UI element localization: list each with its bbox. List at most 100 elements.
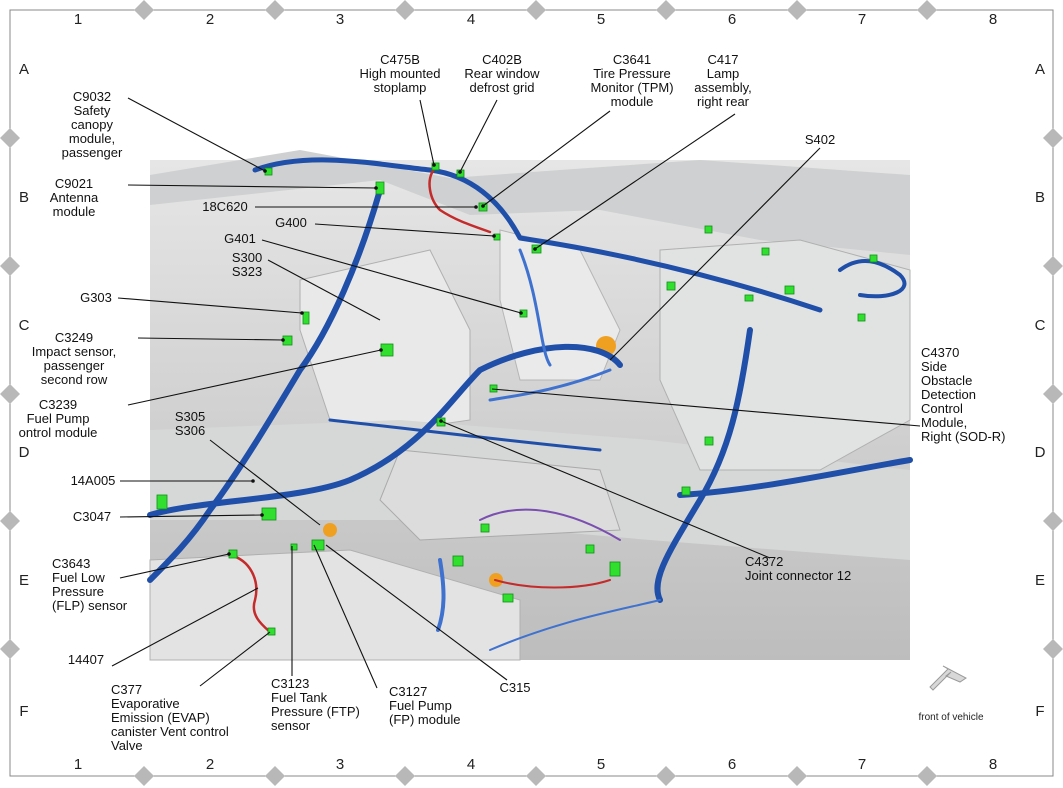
callout-line: 14A005: [71, 473, 116, 488]
callout-line: C475B: [380, 52, 420, 67]
grid-row-label: E: [1035, 572, 1045, 589]
callout-line: S300: [232, 250, 262, 265]
grid-column-label: 1: [74, 756, 82, 773]
grid-tick-diamond: [1043, 256, 1063, 276]
grid-row-label: D: [1035, 444, 1046, 461]
grid-tick-diamond: [265, 766, 285, 786]
callout-line: Fuel Tank: [271, 690, 328, 705]
grid-row-label: B: [1035, 189, 1045, 206]
callout-line: module,: [69, 131, 115, 146]
grid-column-label: 8: [989, 11, 997, 28]
callout-line: sensor: [271, 718, 311, 733]
callout-line: Lamp: [707, 66, 740, 81]
wiring-harness: [147, 157, 913, 651]
grid-column-label: 3: [336, 756, 344, 773]
callout-line: C9032: [73, 89, 111, 104]
grid-tick-diamond: [526, 766, 546, 786]
callout-line: Safety: [74, 103, 111, 118]
callout-line: Valve: [111, 738, 143, 753]
callout-line: Module,: [921, 415, 967, 430]
callout-c3047: C3047: [73, 509, 111, 524]
callout-line: C377: [111, 682, 142, 697]
grid-column-label: 7: [858, 756, 866, 773]
grid-tick-diamond: [656, 0, 676, 20]
grid-column-label: 3: [336, 11, 344, 28]
callout-line: Antenna: [50, 190, 99, 205]
callout-line: canopy: [71, 117, 113, 132]
callout-line: canister Vent control: [111, 724, 229, 739]
callout-line: (FP) module: [389, 712, 461, 727]
callout-line: S306: [175, 423, 205, 438]
callout-line: C4370: [921, 345, 959, 360]
callout-line: Fuel Pump: [389, 698, 452, 713]
callout-line: G303: [80, 290, 112, 305]
front-of-vehicle-label: front of vehicle: [918, 712, 983, 723]
callout-line: Detection: [921, 387, 976, 402]
callout-line: assembly,: [694, 80, 752, 95]
callout-line: Rear window: [464, 66, 540, 81]
grid-tick-diamond: [526, 0, 546, 20]
grid-tick-diamond: [0, 384, 20, 404]
callout-line: Monitor (TPM): [590, 80, 673, 95]
callout-line: Fuel Pump: [27, 411, 90, 426]
grid-row-label: C: [19, 317, 30, 334]
grid-column-label: 2: [206, 756, 214, 773]
callout-line: S323: [232, 264, 262, 279]
callout-line: C3249: [55, 330, 93, 345]
callout-line: ontrol module: [19, 425, 98, 440]
grid-tick-diamond: [917, 0, 937, 20]
callout-line: C9021: [55, 176, 93, 191]
callout-line: Pressure (FTP): [271, 704, 360, 719]
grid-tick-diamond: [1043, 128, 1063, 148]
grid-column-label: 5: [597, 756, 605, 773]
callout-line: C417: [707, 52, 738, 67]
grid-tick-diamond: [265, 0, 285, 20]
callout-14407: 14407: [68, 652, 104, 667]
callout-g400: G400: [275, 215, 307, 230]
grid-row-label: D: [19, 444, 30, 461]
callout-line: Tire Pressure: [593, 66, 671, 81]
callout-line: Impact sensor,: [32, 344, 117, 359]
grid-column-label: 6: [728, 11, 736, 28]
callout-line: stoplamp: [374, 80, 427, 95]
grid-tick-diamond: [134, 766, 154, 786]
callout-line: Right (SOD-R): [921, 429, 1006, 444]
grid-tick-diamond: [134, 0, 154, 20]
callout-line: C3239: [39, 397, 77, 412]
vehicle-body-illustration: [149, 150, 911, 661]
callout-line: C4372: [745, 554, 783, 569]
callout-c315: C315: [499, 680, 530, 695]
grid-tick-diamond: [1043, 511, 1063, 531]
grid-column-label: 4: [467, 11, 475, 28]
grid-tick-diamond: [656, 766, 676, 786]
callout-line: right rear: [697, 94, 750, 109]
grid-tick-diamond: [0, 128, 20, 148]
grid-tick-diamond: [1043, 639, 1063, 659]
grid-column-label: 4: [467, 756, 475, 773]
grid-tick-diamond: [787, 0, 807, 20]
grid-column-label: 1: [74, 11, 82, 28]
grid-row-label: C: [1035, 317, 1046, 334]
callout-line: C3047: [73, 509, 111, 524]
callout-line: S305: [175, 409, 205, 424]
callout-line: Control: [921, 401, 963, 416]
orange-part-icon: [323, 523, 337, 537]
leader-lines: [111, 97, 921, 689]
callout-line: passenger: [44, 358, 105, 373]
callout-line: module: [611, 94, 654, 109]
callout-line: C3641: [613, 52, 651, 67]
